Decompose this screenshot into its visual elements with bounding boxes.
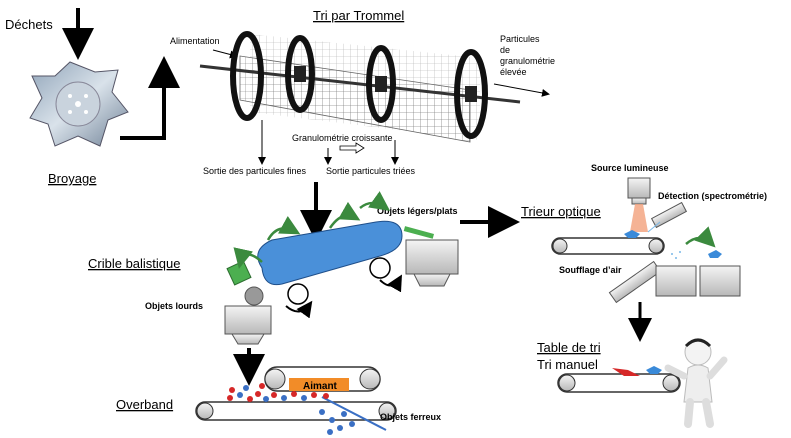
overband-label: Overband [116,397,173,412]
optical-conveyor-icon [551,226,722,259]
optical-label: Trieur optique [521,204,601,219]
manual-label: Tri manuel [537,357,598,372]
trommel-title: Tri par Trommel [313,8,404,23]
grinding-to-trommel-arrow [120,56,180,140]
worker-icon [664,338,728,428]
coarse-label-2: de [500,45,510,55]
fines-out-label: Sortie des particules fines [203,166,307,176]
shredder-icon [29,61,129,147]
trommel-drum-icon [199,31,521,143]
air-blow-label: Soufflage d’air [559,265,622,275]
ferrous-label: Objets ferreux [380,412,441,422]
increasing-size-label: Granulométrie croissante [292,133,393,143]
detector-icon [647,201,688,233]
ballistic-screen-icon [226,191,435,319]
waste-label: Déchets [5,17,53,32]
sorted-out-label: Sortie particules triées [326,166,416,176]
detection-label: Détection (spectrométrie) [658,191,767,201]
coarse-label-1: Particules [500,34,540,44]
coarse-label-3: granulométrie [500,56,555,66]
sorting-table-conveyor-icon [557,366,681,393]
grinding-label: Broyage [48,171,96,186]
coarse-out-arrow [493,83,550,97]
light-source-label: Source lumineuse [591,163,669,173]
sorting-table-label: Table de tri [537,340,601,355]
light-bin-icon [405,239,459,287]
heavy-bin-icon [224,286,272,345]
heavy-label: Objets lourds [145,301,203,311]
feed-label: Alimentation [170,36,220,46]
light-source-icon [627,177,651,232]
magnet-label: Aimant [303,381,338,392]
ballistic-label: Crible balistique [88,256,181,271]
increasing-size-arrow [339,142,365,154]
light-flat-label: Objets légers/plats [377,206,458,216]
particles-icon [227,383,355,435]
optical-bins-icon [655,265,741,297]
overband-conveyor-icon [195,366,397,431]
coarse-label-4: élevée [500,67,527,77]
